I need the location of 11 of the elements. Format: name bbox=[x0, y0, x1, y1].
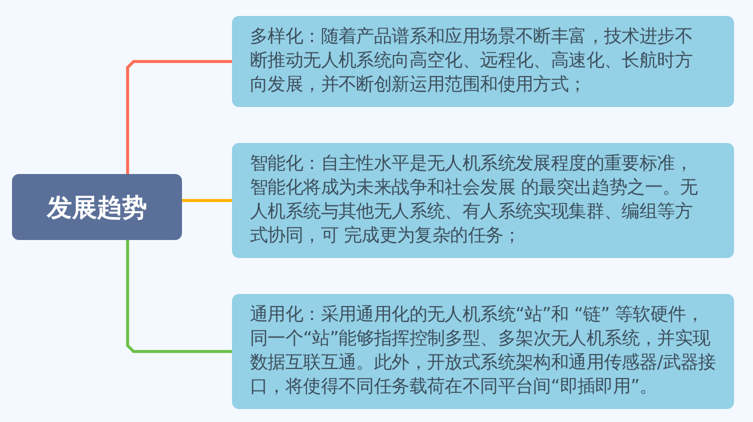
branch-box bbox=[232, 294, 734, 409]
branch-connector bbox=[126, 60, 232, 174]
branch-text: 智能化：自主性水平是无人机系统发展程度的重要标准，智能化将成为未来战争和社会发展 的最突出趋势之一。无人机系统与其他无人系统、有人系统实现集群、编组等方式协同，可 完成更为复杂的任务； bbox=[250, 152, 699, 248]
topic-title: 发展趋势 bbox=[47, 192, 147, 224]
branch-text: 多样化：随着产品谱系和应用场景不断丰富，技术进步不断推动无人机系统向高空化、远程化、高速化、长航时方向发展，并不断创新运用范围和使用方式； bbox=[250, 25, 694, 97]
branch-box bbox=[232, 143, 734, 258]
branch-connector bbox=[126, 240, 232, 353]
branch-box bbox=[232, 16, 734, 107]
topic-box bbox=[12, 174, 182, 240]
branch-text: 通用化：采用通用化的无人机系统“站”和 “链” 等软硬件，同一个“站”能够指挥控制多型、多架次无人机系统，并实现数据互联互通。此外，开放式系统架构和通用传感器/武器接口，将使得不同任务载荷在不同平台间“即插即用”。 bbox=[250, 303, 717, 399]
branch-connector bbox=[182, 199, 232, 202]
